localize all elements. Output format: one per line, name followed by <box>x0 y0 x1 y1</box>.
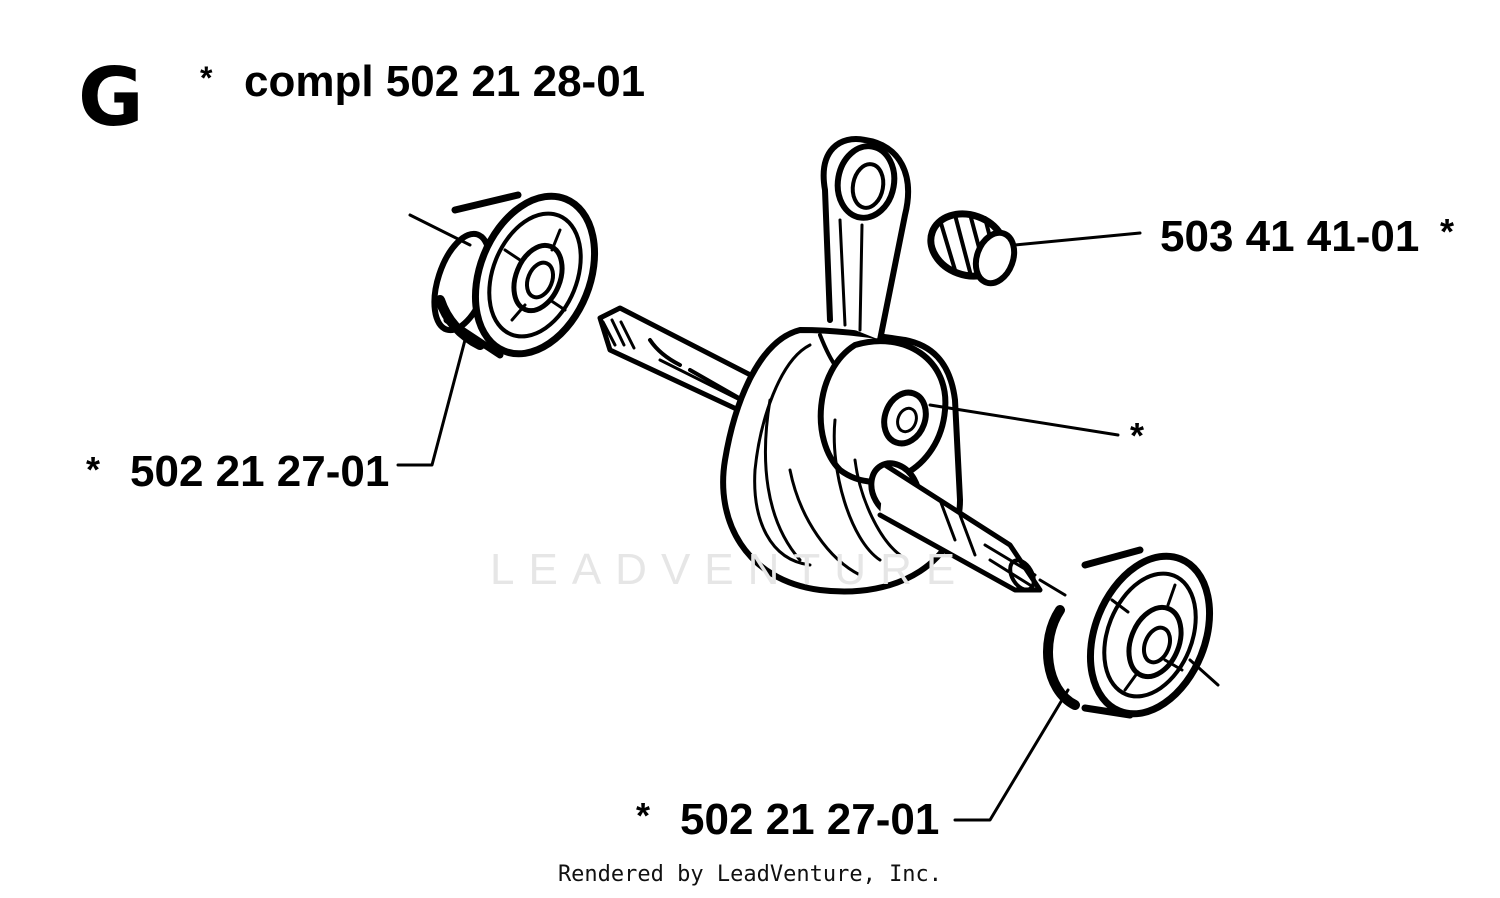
assembly-star: * <box>200 60 213 96</box>
connecting-rod <box>818 136 912 382</box>
right-ball-bearing <box>1043 546 1220 719</box>
bearing-left-part-number: 502 21 27-01 <box>130 447 390 496</box>
bearing-right-star: * <box>636 795 651 836</box>
crank-pin-star: * <box>1130 415 1145 456</box>
leader-line-bearing-right <box>953 688 1070 822</box>
leader-line-bearing-left <box>396 338 467 467</box>
section-letter: G <box>78 51 144 144</box>
bearing-left-star: * <box>86 449 101 490</box>
leader-line-crank-pin <box>928 403 1120 437</box>
footer-credit: Rendered by LeadVenture, Inc. <box>557 862 943 887</box>
needle-bearing <box>927 210 1018 287</box>
right-crank-journal <box>868 460 1067 597</box>
leader-line-needle <box>1013 231 1142 247</box>
needle-bearing-part-number: 503 41 41-01 <box>1160 212 1420 261</box>
watermark: LEADVENTURE <box>490 545 970 594</box>
left-ball-bearing <box>431 191 599 359</box>
assembly-part-number: compl 502 21 28-01 <box>244 57 646 106</box>
bearing-right-part-number: 502 21 27-01 <box>680 795 940 844</box>
needle-bearing-star: * <box>1440 211 1455 252</box>
crank-pin-web <box>788 338 949 577</box>
